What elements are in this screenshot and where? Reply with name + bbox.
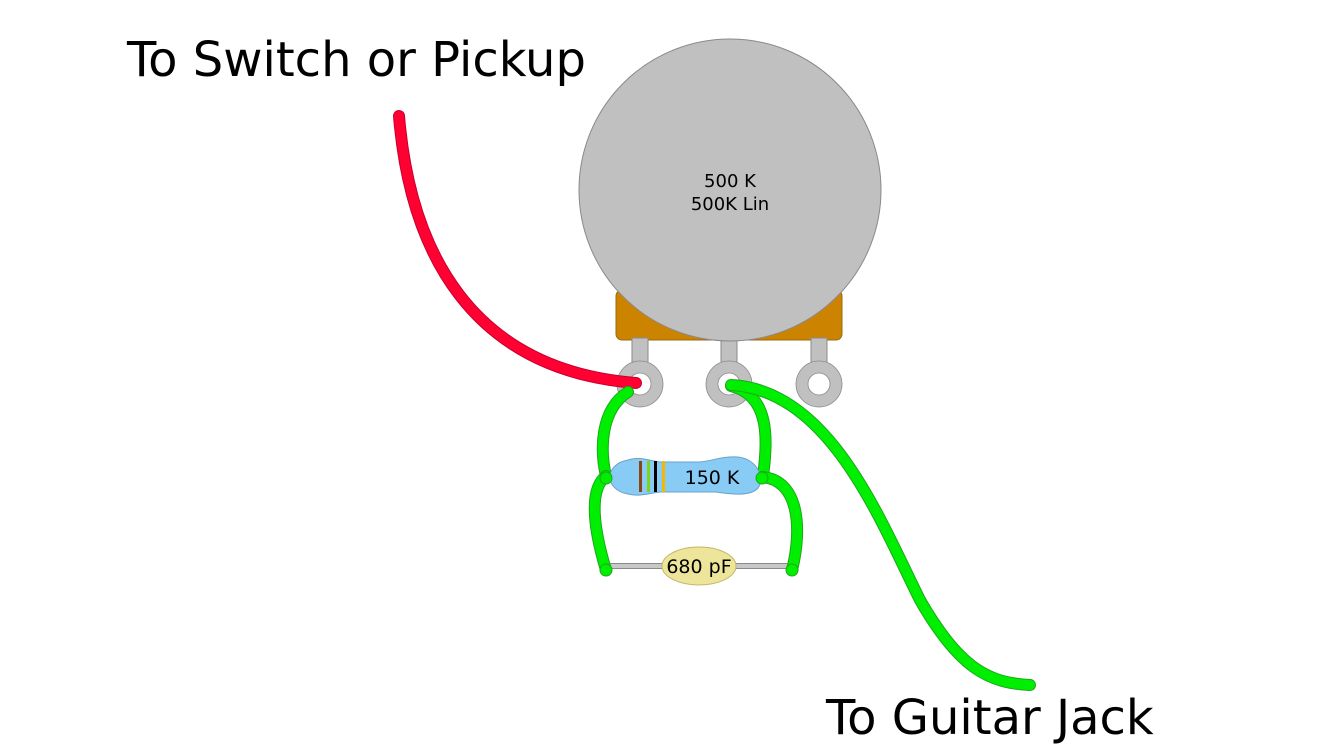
pot-taper-label: 500K Lin: [691, 194, 769, 215]
solder-joint: [785, 563, 799, 577]
solder-joint: [599, 563, 613, 577]
solder-joint: [755, 471, 769, 485]
label-to-switch-or-pickup: To Switch or Pickup: [126, 32, 586, 88]
pot-knob: [578, 38, 882, 342]
capacitor-value-label: 680 pF: [666, 556, 731, 578]
capacitor[interactable]: 680 pF: [661, 546, 737, 586]
pot-value-label: 500 K: [704, 171, 757, 192]
resistor-band-3: [654, 461, 657, 492]
resistor[interactable]: 150 K: [609, 456, 761, 496]
green-wires: [588, 379, 1036, 691]
green-wire-to-jack[interactable]: [725, 379, 1036, 691]
resistor-band-4: [662, 461, 665, 492]
resistor-value-label: 150 K: [685, 467, 740, 489]
resistor-band-1: [639, 461, 642, 492]
resistor-band-2: [647, 461, 650, 492]
solder-joint: [599, 471, 613, 485]
pot-lug-3[interactable]: [796, 361, 842, 407]
label-to-guitar-jack: To Guitar Jack: [825, 690, 1154, 746]
